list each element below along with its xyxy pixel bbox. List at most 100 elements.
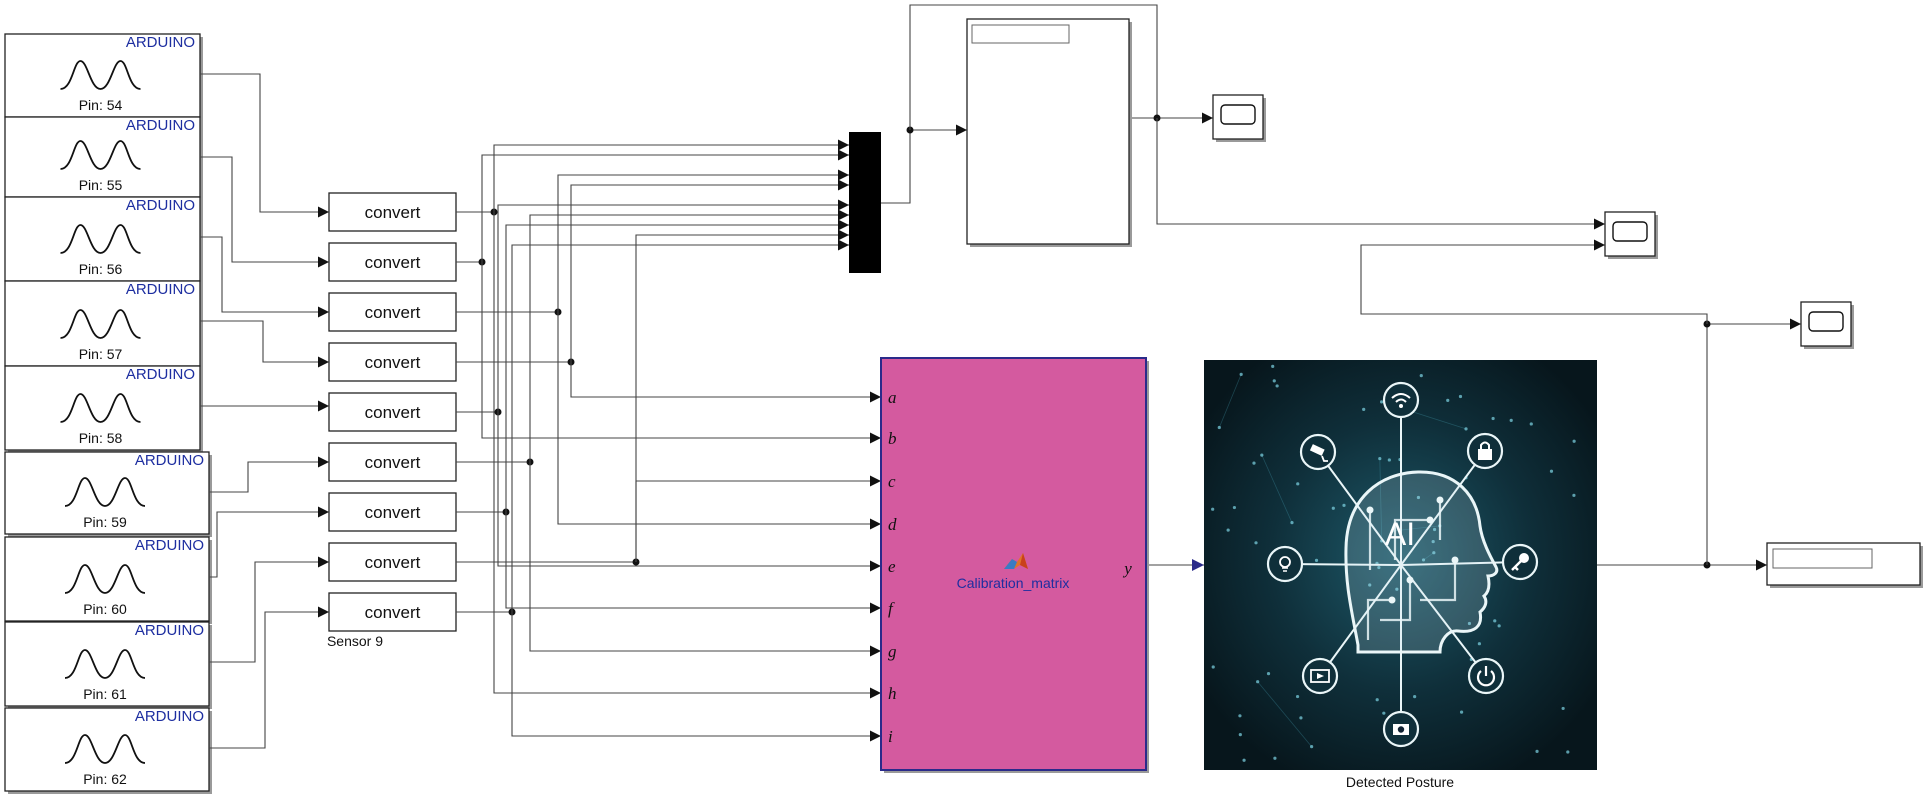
waveform-icon [64,564,146,594]
network-node [1432,551,1436,555]
network-node [1431,539,1435,544]
network-node [1529,422,1533,426]
function-output-port: y [1122,559,1132,578]
wire-arrow [838,169,849,181]
wire-arrow [838,179,849,191]
convert-label: convert [365,353,421,372]
convert-label: convert [365,553,421,572]
convert-block-9[interactable]: convert [328,592,457,632]
wire-arrow [1594,239,1605,251]
arduino-pin: Pin: 62 [83,771,127,787]
network-node [1572,439,1576,443]
network-node [1239,372,1243,376]
network-node [1260,453,1264,457]
signal-wire [505,512,881,609]
network-node [1275,384,1279,388]
network-node [1459,710,1464,714]
network-node [1273,756,1277,760]
wire-arrow [318,606,329,618]
scope-1[interactable] [1212,94,1266,142]
wire-arrow [838,149,849,161]
mux-block[interactable] [849,132,881,273]
convert-block-4[interactable]: convert [328,342,457,382]
wire-arrow [956,124,967,136]
input-port-g: g [888,642,897,661]
convert-label: convert [365,253,421,272]
convert-block-6[interactable]: convert [328,442,457,482]
network-node [1493,619,1497,623]
arduino-title: ARDUINO [126,197,195,214]
arduino-title: ARDUINO [126,34,195,51]
wire-arrow [870,560,881,572]
arduino-pin: Pin: 55 [79,177,123,193]
signal-wire [209,461,329,493]
wire-arrow [838,219,849,231]
signal-wire [529,462,881,652]
signal-wire [505,224,849,512]
input-port-b: b [888,429,897,448]
convert-block-8[interactable]: convert [328,542,457,582]
waveform-icon [64,477,146,507]
convert-block-2[interactable]: convert [328,242,457,282]
network-link [1261,454,1293,523]
spoke-line [1319,564,1402,677]
wire-arrow [318,306,329,318]
network-node [1368,583,1372,587]
spoke-line [1400,561,1521,566]
waveform-icon [64,734,146,764]
convert-block-7[interactable]: convert [328,492,457,532]
input-port-d: d [888,515,897,534]
signal-wire [481,154,849,262]
network-node [1497,624,1501,628]
signal-wire [209,561,329,663]
ai-label: AI [1385,516,1415,552]
waveform-icon [64,649,146,679]
network-node [1217,425,1221,430]
network-node [1432,527,1437,532]
subsystem-block[interactable] [966,18,1132,247]
arduino-pin: Pin: 61 [83,686,127,702]
signal-wire [200,156,329,263]
signal-wire [511,612,881,737]
input-port-a: a [888,388,897,407]
convert-label: convert [365,603,421,622]
convert-block-5[interactable]: convert [328,392,457,432]
scope-3[interactable] [1800,301,1854,349]
convert-block-3[interactable]: convert [328,292,457,332]
signal-wire [200,320,329,363]
network-node [1382,711,1386,715]
wire-arrow [870,432,881,444]
network-node [1226,528,1230,532]
network-node [1421,558,1426,562]
subsystem-label-field [971,24,1070,44]
network-node [1238,714,1242,718]
spoke-line [1284,563,1402,566]
wire-arrow [838,229,849,241]
wire-arrow [838,239,849,251]
matlab-logo-icon [1004,553,1028,569]
convert-label: convert [365,503,421,522]
wire-arrow [838,139,849,151]
network-node [1252,461,1256,465]
network-node [1491,416,1495,421]
scope-2[interactable] [1604,211,1658,259]
detected-posture-block[interactable]: AI [1204,360,1597,790]
signal-wire [481,262,881,439]
network-node [1310,745,1314,749]
waveform-icon [60,140,141,170]
network-node [1242,758,1246,762]
network-link [1257,681,1312,747]
display-block[interactable] [1766,542,1923,588]
convert-block-1[interactable]: convert [328,192,457,232]
